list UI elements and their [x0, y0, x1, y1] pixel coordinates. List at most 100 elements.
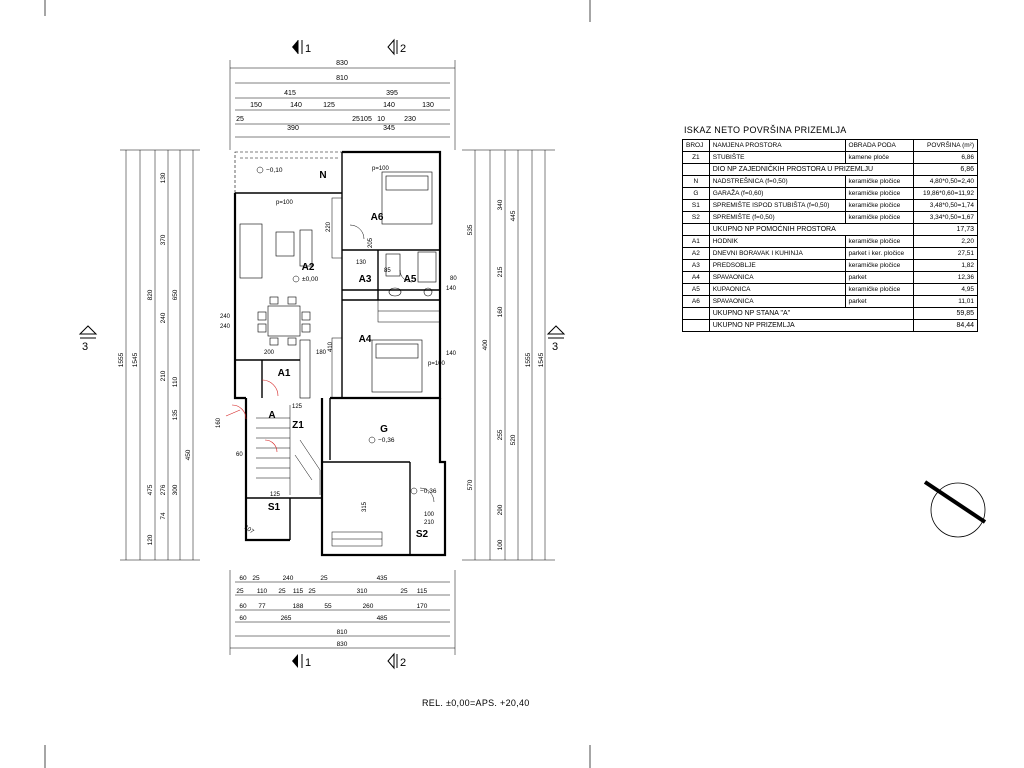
svg-text:85: 85: [384, 268, 391, 274]
svg-text:25: 25: [236, 116, 244, 123]
room-a1: A1: [278, 368, 291, 379]
cell-obrada: parket i ker. pločice: [844, 247, 915, 260]
header-broj: BROJ: [682, 139, 710, 152]
door-swings: [225, 379, 279, 453]
section-mark-1-bottom: 1: [292, 654, 311, 669]
svg-text:p=100: p=100: [372, 166, 390, 172]
svg-text:130: 130: [160, 172, 167, 183]
cell-namjena: HODNIK: [708, 235, 846, 248]
bed-a6: [381, 171, 433, 225]
cell-povrsina: 11,01: [913, 295, 978, 308]
svg-text:395: 395: [386, 90, 398, 97]
svg-text:−0,36: −0,36: [420, 488, 437, 495]
svg-text:265: 265: [281, 615, 292, 622]
top-dimension-labels: 830 810 415 395 150 140 125 140 130 25 2…: [236, 60, 434, 132]
svg-text:105: 105: [360, 116, 372, 123]
room-a2: A2: [302, 262, 315, 273]
svg-text:240: 240: [220, 324, 231, 330]
room-a3: A3: [359, 274, 372, 285]
svg-text:370: 370: [160, 234, 167, 245]
room-a4: A4: [359, 334, 372, 345]
door-swings-interior: [349, 224, 435, 503]
level-g: −0,36: [368, 436, 395, 444]
total-value: 59,85: [913, 307, 978, 320]
top-dimensions: [229, 60, 456, 150]
cell-namjena: SPREMIŠTE (f=0,50): [708, 211, 846, 224]
bed-a4: [371, 339, 423, 393]
svg-text:415: 415: [284, 90, 296, 97]
floor-plan: [225, 150, 447, 557]
sheet-frame: [44, 0, 591, 768]
svg-text:1: 1: [305, 657, 311, 669]
left-dimension-labels: 1555 1545 820 475 650 130 370 240 210 11…: [118, 172, 192, 545]
svg-text:77: 77: [258, 603, 266, 610]
cell-povrsina: 4,80*0,50=2,40: [913, 175, 978, 188]
svg-text:100: 100: [497, 539, 504, 550]
svg-text:2: 2: [400, 657, 406, 669]
svg-text:140: 140: [290, 102, 302, 109]
svg-text:410: 410: [328, 341, 334, 352]
sofa: [239, 223, 313, 279]
svg-text:445: 445: [510, 210, 517, 221]
section-mark-2-bottom: 2: [387, 652, 406, 670]
level-marks: −0,10 ±0,00 −0,36 −0,36: [256, 166, 437, 495]
svg-text:810: 810: [337, 629, 348, 636]
svg-text:130: 130: [356, 260, 367, 266]
left-dimensions: [120, 149, 200, 561]
svg-text:400: 400: [482, 339, 489, 350]
cell-obrada: keramičke pločice: [844, 283, 915, 296]
cell-broj: A5: [682, 283, 710, 296]
cell-broj: S1: [682, 199, 710, 212]
svg-text:3: 3: [552, 341, 558, 353]
svg-text:2: 2: [400, 43, 406, 55]
svg-text:p=100: p=100: [428, 361, 446, 367]
cell-povrsina: 12,36: [913, 271, 978, 284]
svg-text:820: 820: [147, 289, 154, 300]
svg-text:135: 135: [172, 409, 179, 420]
svg-text:485: 485: [377, 615, 388, 622]
svg-text:205: 205: [368, 237, 374, 248]
svg-text:±0,00: ±0,00: [302, 276, 319, 283]
svg-text:60: 60: [239, 615, 247, 622]
section-mark-2-top: 2: [387, 38, 406, 56]
level-n: −0,10: [256, 166, 283, 174]
cell-povrsina: 3,34*0,50=1,67: [913, 211, 978, 224]
section-mark-3-left: 3: [78, 325, 98, 353]
table-header-row: BROJ NAMJENA PROSTORA OBRADA PODA POVRŠI…: [682, 139, 978, 152]
svg-text:1555: 1555: [118, 352, 125, 367]
room-z1: Z1: [292, 420, 304, 431]
cell-namjena: SPAVAONICA: [708, 295, 846, 308]
total-value: 6,86: [913, 163, 978, 176]
svg-text:107: 107: [243, 525, 255, 536]
cell-povrsina: 1,82: [913, 259, 978, 272]
total-value: 17,73: [913, 223, 978, 236]
total-spacer: [682, 319, 710, 332]
svg-text:140: 140: [446, 286, 457, 292]
svg-text:25: 25: [236, 588, 244, 595]
svg-text:535: 535: [467, 224, 474, 235]
svg-text:520: 520: [510, 434, 517, 445]
cell-obrada: keramičke pločice: [844, 175, 915, 188]
cell-obrada: keramičke pločice: [844, 259, 915, 272]
svg-text:140: 140: [383, 102, 395, 109]
svg-text:345: 345: [383, 125, 395, 132]
svg-text:260: 260: [363, 603, 374, 610]
total-label: UKUPNO NP PRIZEMLJA: [708, 319, 915, 332]
total-spacer: [682, 307, 710, 320]
cell-namjena: STUBIŠTE: [708, 151, 846, 164]
svg-text:340: 340: [497, 199, 504, 210]
svg-text:100: 100: [424, 512, 435, 518]
cell-broj: A6: [682, 295, 710, 308]
room-labels: N A6 A2 A3 A5 A4 A1 A Z1 G S1 S2: [268, 170, 429, 540]
right-dimensions: [462, 149, 555, 561]
total-spacer: [682, 163, 710, 176]
svg-text:450: 450: [185, 449, 192, 460]
svg-text:25: 25: [308, 588, 316, 595]
